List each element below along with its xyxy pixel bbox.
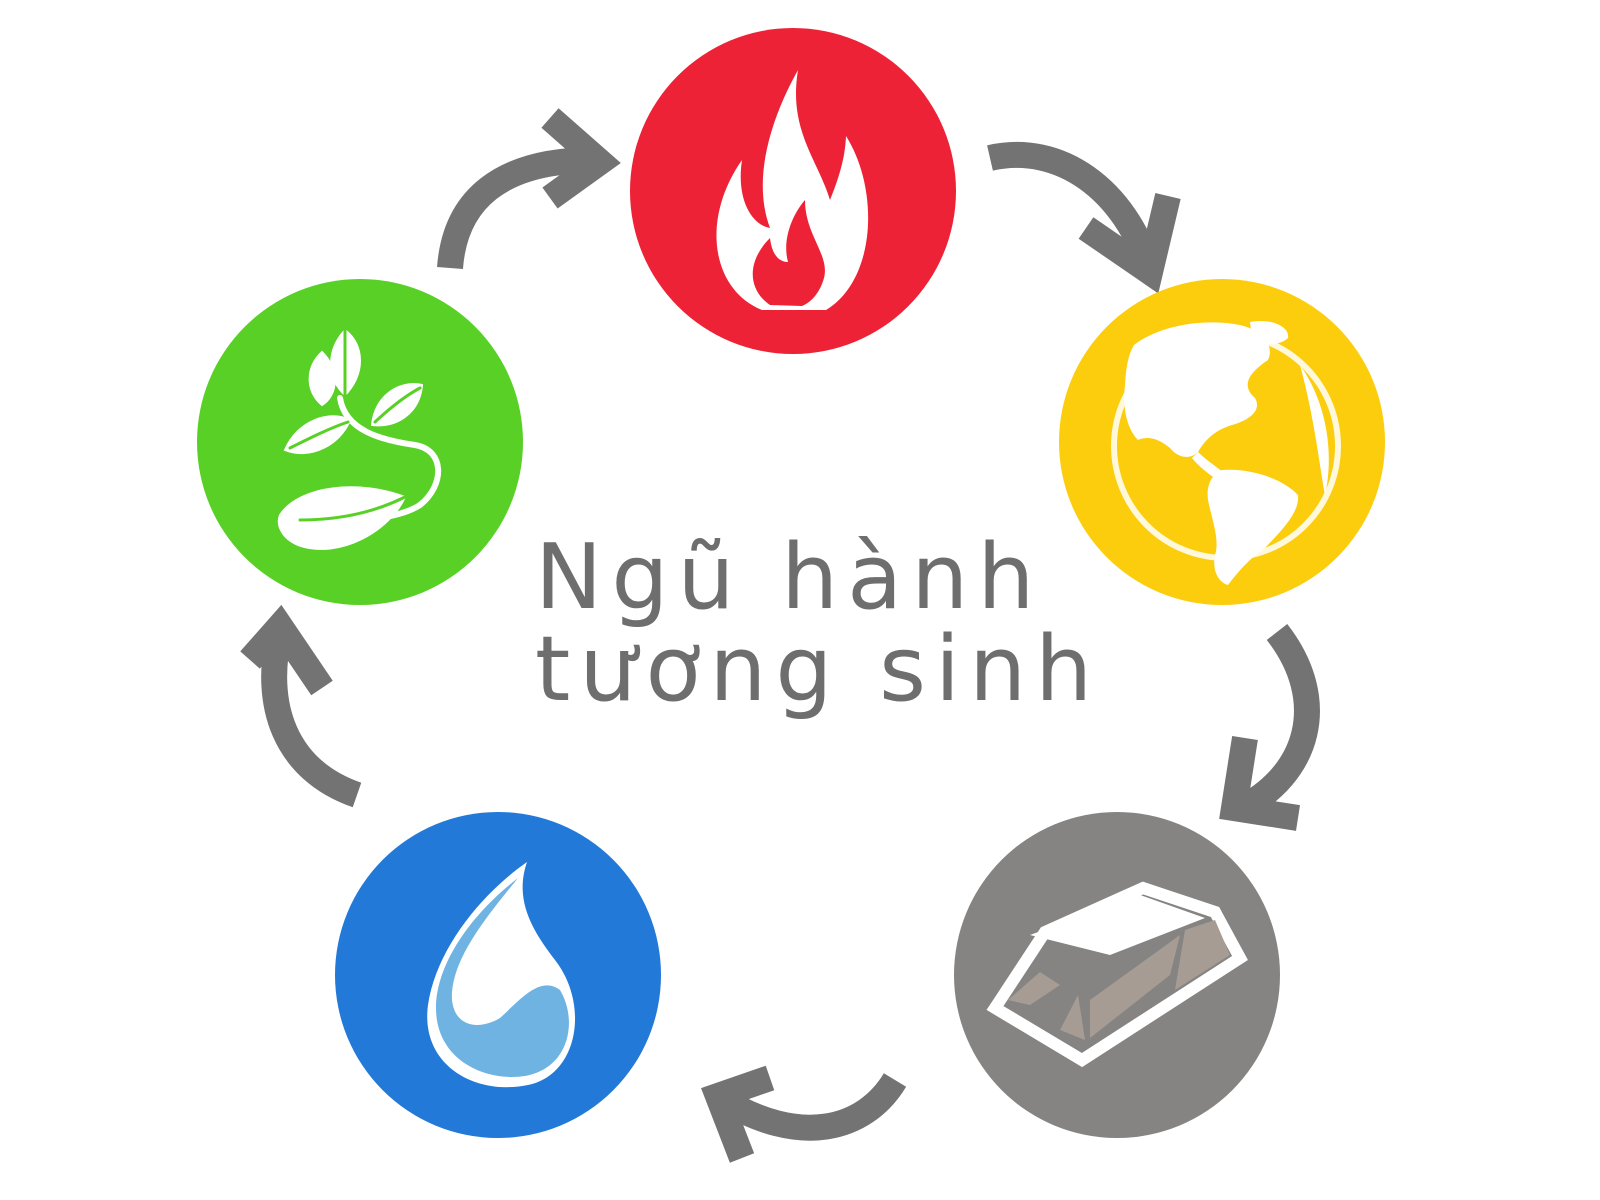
arrow-earth-to-metal bbox=[1219, 624, 1320, 831]
water-element bbox=[335, 812, 661, 1138]
diagram-title: Ngũ hành tương sinh bbox=[535, 525, 1101, 722]
arrow-wood-to-fire bbox=[437, 108, 621, 270]
arrow-water-to-wood bbox=[240, 604, 362, 808]
wood-circle bbox=[197, 279, 523, 605]
ingot-icon bbox=[986, 881, 1248, 1068]
title-line-1: Ngũ hành bbox=[535, 525, 1043, 630]
arrow-metal-to-water bbox=[701, 1065, 907, 1163]
wood-element bbox=[197, 279, 523, 605]
cycle-arrows bbox=[240, 108, 1320, 1163]
water-drop-icon bbox=[427, 862, 576, 1088]
flame-icon bbox=[716, 70, 869, 310]
sprout-icon bbox=[277, 328, 442, 550]
title-line-2: tương sinh bbox=[535, 617, 1101, 722]
arrow-fire-to-earth bbox=[987, 141, 1181, 294]
metal-element bbox=[954, 812, 1280, 1138]
globe-icon bbox=[1111, 320, 1341, 585]
fire-element bbox=[630, 28, 956, 354]
metal-circle bbox=[954, 812, 1280, 1138]
earth-element bbox=[1059, 279, 1385, 605]
